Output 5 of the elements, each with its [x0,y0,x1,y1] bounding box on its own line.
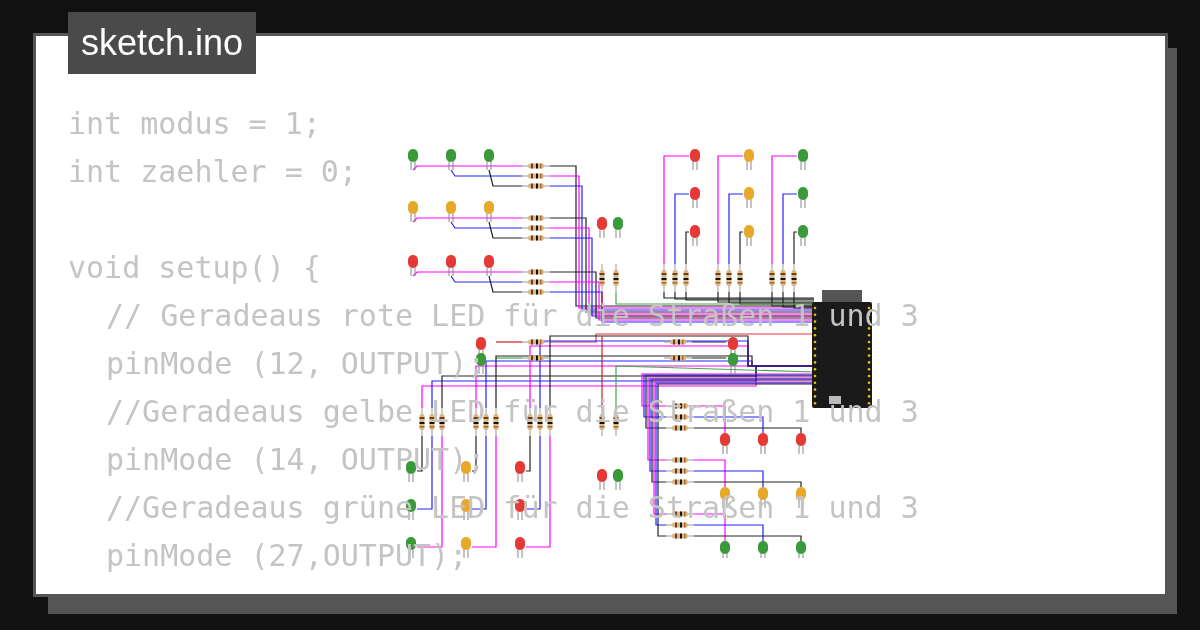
file-tab: sketch.ino [68,12,257,74]
code-line: void setup() { [68,250,321,286]
code-line: int modus = 1; [68,106,321,142]
code-line: pinMode (27,OUTPUT); [106,538,468,574]
code-line: int zaehler = 0; [68,154,357,190]
